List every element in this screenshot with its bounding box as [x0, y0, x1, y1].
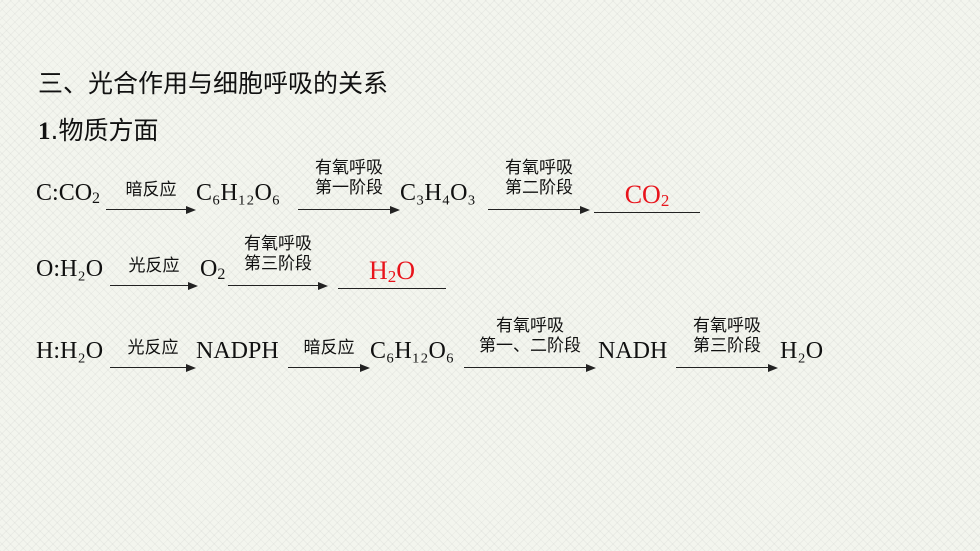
oxygen-arrow2-top: 有氧呼吸: [244, 234, 312, 254]
oxygen-equation: O:H₂O 光反应 O2 有氧呼吸 第三阶段 H2O: [36, 234, 456, 292]
hydrogen-equation: H:H₂O 光反应 NADPH 暗反应 C₆H₁₂O₆ 有氧呼吸 第一、二阶段 …: [36, 316, 836, 374]
hydrogen-arrow1-label: 光反应: [127, 338, 179, 358]
hydrogen-aerobic-stage12-arrow: 有氧呼吸 第一、二阶段: [464, 316, 596, 374]
oxygen-aerobic-stage3-arrow: 有氧呼吸 第三阶段: [228, 234, 328, 292]
hydrogen-dark-reaction-arrow: 暗反应: [288, 338, 370, 374]
oxygen-label: O:: [36, 256, 60, 282]
section-heading: 三、光合作用与细胞呼吸的关系: [38, 69, 389, 98]
oxygen-o2-text: O: [200, 256, 218, 282]
carbon-pyruvate: C₃H₄O₃: [400, 180, 476, 206]
oxygen-o2: O2: [200, 256, 226, 283]
oxygen-answer-blank: H2O: [338, 256, 446, 292]
carbon-dark-reaction-arrow: 暗反应: [106, 180, 196, 216]
carbon-answer: CO2: [624, 180, 670, 210]
carbon-co2: CO: [58, 180, 93, 206]
hydrogen-nadph: NADPH: [196, 338, 279, 364]
subsection-heading: 1.物质方面: [38, 111, 158, 147]
carbon-arrow2-bottom: 第一阶段: [315, 178, 383, 198]
hydrogen-arrow4-bottom: 第三阶段: [693, 336, 761, 356]
carbon-aerobic-stage2-arrow: 有氧呼吸 第二阶段: [488, 158, 590, 216]
oxygen-light-reaction-arrow: 光反应: [110, 256, 198, 292]
hydrogen-nadh: NADH: [598, 338, 668, 364]
hydrogen-water: H₂O: [60, 338, 104, 364]
subsection-number: 1: [38, 118, 51, 145]
hydrogen-start: H:H₂O: [36, 338, 103, 370]
hydrogen-arrow3-bottom: 第一、二阶段: [479, 336, 581, 356]
oxygen-arrow2-bottom: 第三阶段: [244, 254, 312, 274]
oxygen-arrow1-label: 光反应: [128, 256, 180, 276]
hydrogen-label: H:: [36, 338, 60, 364]
carbon-arrow3-top: 有氧呼吸: [505, 158, 573, 178]
subsection-title: .物质方面: [50, 116, 159, 145]
hydrogen-aerobic-stage3-arrow: 有氧呼吸 第三阶段: [676, 316, 778, 374]
oxygen-answer-o: O: [396, 256, 416, 285]
carbon-answer-text: CO: [624, 180, 661, 209]
oxygen-answer: H2O: [368, 256, 416, 286]
carbon-arrow1-label: 暗反应: [125, 180, 177, 200]
hydrogen-arrow3-top: 有氧呼吸: [496, 316, 564, 336]
carbon-answer-blank: CO2: [594, 180, 700, 216]
carbon-glucose: C₆H₁₂O₆: [196, 180, 281, 206]
hydrogen-light-reaction-arrow: 光反应: [110, 338, 196, 374]
hydrogen-arrow4-top: 有氧呼吸: [693, 316, 761, 336]
oxygen-start: O:H₂O: [36, 256, 103, 288]
oxygen-answer-h: H: [368, 256, 388, 285]
hydrogen-arrow2-label: 暗反应: [303, 338, 355, 358]
hydrogen-water-out: H₂O: [780, 338, 824, 364]
carbon-arrow2-top: 有氧呼吸: [315, 158, 383, 178]
carbon-start: C:CO2: [36, 180, 101, 207]
carbon-arrow3-bottom: 第二阶段: [505, 178, 573, 198]
hydrogen-glucose: C₆H₁₂O₆: [370, 338, 455, 364]
carbon-label: C:: [36, 180, 59, 206]
carbon-equation: C:CO2 暗反应 C₆H₁₂O₆ 有氧呼吸 第一阶段 C₃H₄O₃ 有氧呼吸 …: [36, 158, 736, 216]
carbon-aerobic-stage1-arrow: 有氧呼吸 第一阶段: [298, 158, 400, 216]
oxygen-water: H₂O: [60, 256, 104, 282]
